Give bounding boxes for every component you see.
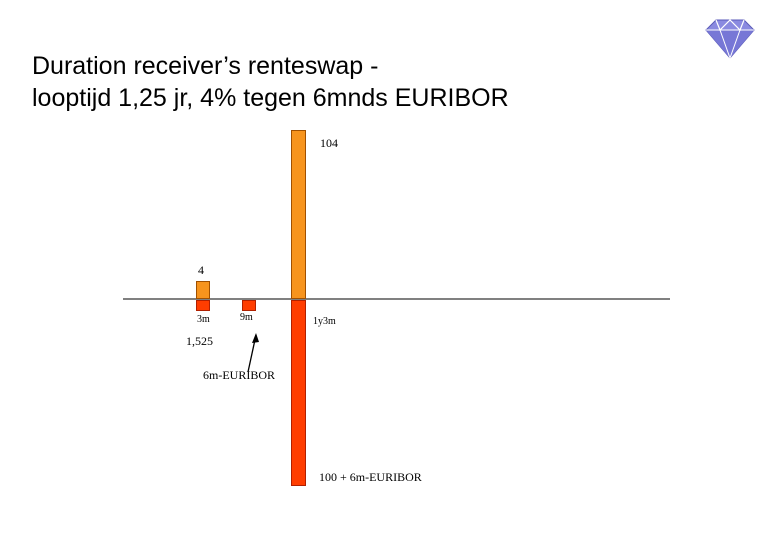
label-floating-9m: 6m-EURIBOR: [203, 368, 275, 382]
label-fixed-3m: 4: [198, 263, 204, 277]
diamond-icon: [705, 19, 755, 60]
floating-cashflow-bar-1y3m: [291, 300, 306, 486]
title-line-1: Duration receiver’s renteswap -: [32, 52, 379, 80]
floating-cashflow-bar-3m: [196, 300, 210, 311]
arrow-head: [252, 333, 259, 343]
label-floating-3m: 1,525: [186, 334, 213, 348]
fixed-cashflow-bar-1y3m: [291, 130, 306, 299]
title-line-2: looptijd 1,25 jr, 4% tegen 6mnds EURIBOR: [32, 84, 509, 112]
tick-label-1y3m: 1y3m: [313, 316, 336, 327]
tick-label-3m: 3m: [197, 314, 210, 325]
label-floating-1y3m: 100 + 6m-EURIBOR: [319, 470, 422, 484]
floating-cashflow-bar-9m: [242, 300, 256, 311]
label-fixed-1y3m: 104: [320, 136, 338, 150]
slide-title: Duration receiver’s renteswap - looptijd…: [32, 50, 509, 114]
tick-label-9m: 9m: [240, 312, 253, 323]
fixed-cashflow-bar-3m: [196, 281, 210, 299]
